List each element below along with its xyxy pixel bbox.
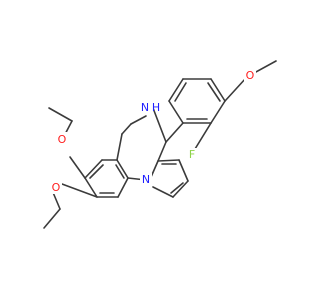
oxygen-atom-label: O xyxy=(58,133,67,146)
double-bond xyxy=(89,164,104,179)
bond xyxy=(194,122,212,150)
atom-labels: O O N H N O F xyxy=(50,69,256,194)
fluorine-atom-label: F xyxy=(189,148,195,161)
bond xyxy=(253,60,277,74)
bond xyxy=(178,159,189,182)
bond xyxy=(152,107,167,143)
substituent-bonds xyxy=(43,60,277,229)
bond xyxy=(84,159,103,179)
bond xyxy=(48,107,73,122)
bond xyxy=(210,78,226,102)
bond xyxy=(168,78,184,102)
bond xyxy=(172,180,189,198)
double-bond xyxy=(170,182,184,194)
bond xyxy=(43,208,61,229)
oxygen-atom-label: O xyxy=(52,181,61,194)
bond xyxy=(152,186,174,198)
molecule-canvas: O O N H N O F xyxy=(43,60,277,229)
bond xyxy=(69,156,86,179)
pyrrole-ring xyxy=(150,159,189,198)
double-bond xyxy=(207,82,221,102)
diazepine-ring xyxy=(116,107,167,181)
bond xyxy=(116,133,123,161)
bond xyxy=(116,159,129,179)
bond xyxy=(150,160,159,178)
aryl-ring xyxy=(165,78,226,143)
bond xyxy=(117,177,129,198)
benzo-ring xyxy=(84,159,129,198)
bond xyxy=(84,177,98,198)
double-bond xyxy=(174,82,187,102)
bond xyxy=(165,122,184,143)
nitrogen-hydrogen-label: H xyxy=(152,101,160,114)
bond xyxy=(157,159,180,162)
bond xyxy=(61,183,98,198)
methoxy-oxygen-atom-label: O xyxy=(246,69,255,82)
bond xyxy=(157,141,167,162)
double-bond xyxy=(115,164,125,179)
nitrogen-atom-label: N xyxy=(141,101,149,114)
bond xyxy=(168,100,184,124)
pyrrole-nitrogen-atom-label: N xyxy=(142,173,150,186)
bond xyxy=(224,77,247,102)
bond xyxy=(210,100,226,124)
molecule-structure-diagram: O O N H N O F xyxy=(43,60,277,229)
bond xyxy=(130,115,147,125)
bond xyxy=(121,123,132,135)
